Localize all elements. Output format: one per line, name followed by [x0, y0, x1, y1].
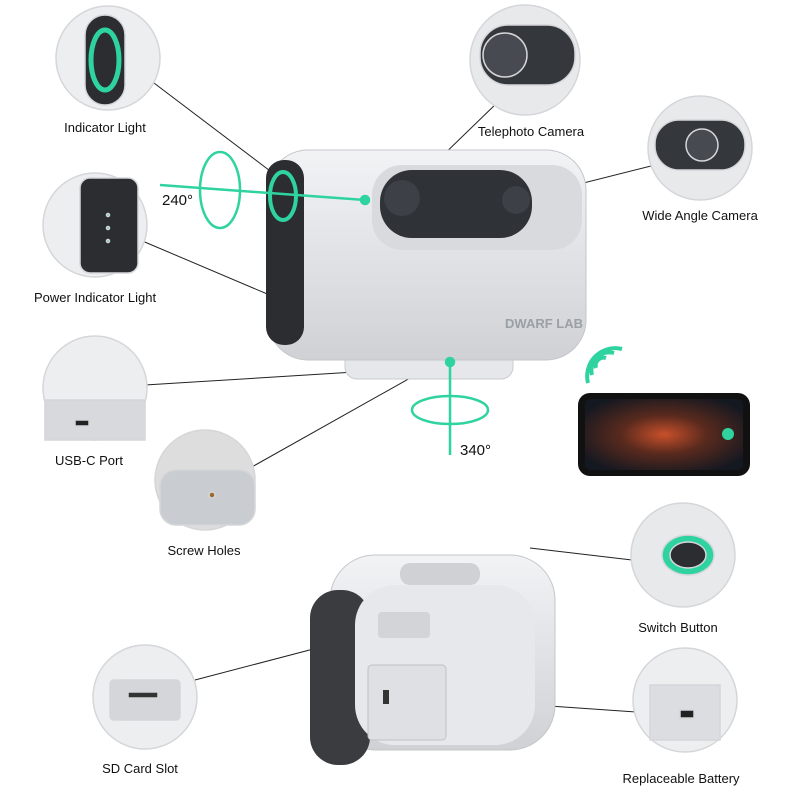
rotation-240-label: 240°: [162, 192, 193, 209]
sd-card-cover: [378, 612, 430, 638]
label-usb-c-port: USB-C Port: [55, 453, 123, 468]
label-indicator-light: Indicator Light: [64, 120, 146, 135]
rear-device: [310, 554, 556, 765]
callout-sd-card: [92, 644, 198, 750]
callout-telephoto: [469, 4, 581, 116]
logo: DWARF LAB: [505, 316, 583, 331]
phone-shutter-button: [722, 428, 734, 440]
leader-usb: [144, 371, 356, 386]
callout-indicator-light: [55, 5, 161, 111]
telephoto-lens: [384, 180, 420, 216]
leader-power-light: [139, 239, 273, 297]
label-replaceable-battery: Replaceable Battery: [622, 771, 740, 786]
wide-angle-lens: [502, 186, 530, 214]
callout-screw-holes: [154, 429, 256, 531]
leader-switch: [529, 547, 633, 561]
rotation-340-label: 340°: [460, 442, 491, 459]
camera-bar: [380, 170, 532, 238]
rotation-240-arrow: [198, 150, 242, 230]
leader-screw: [249, 376, 413, 469]
callout-power-light: [42, 172, 148, 278]
callout-battery: [632, 647, 738, 753]
label-sd-card-slot: SD Card Slot: [102, 761, 178, 776]
callout-switch: [630, 502, 736, 608]
horizontal-axis-line: [159, 183, 366, 202]
phone-screen: [585, 399, 743, 470]
leader-indicator-light: [149, 79, 283, 181]
wireless-icon: [585, 346, 623, 384]
label-power-indicator-light: Power Indicator Light: [34, 290, 157, 305]
label-screw-holes: Screw Holes: [168, 543, 241, 558]
callout-usb-c: [42, 335, 148, 441]
main-device: DWARF LAB: [266, 149, 587, 380]
callout-wide-angle: [647, 95, 753, 201]
battery-cover: [367, 664, 447, 741]
rotation-340-arrow: [410, 394, 490, 426]
label-telephoto-camera: Telephoto Camera: [478, 124, 585, 139]
label-switch-button: Switch Button: [638, 620, 718, 635]
callouts: [42, 4, 753, 753]
smartphone: [578, 393, 750, 476]
label-wide-angle-camera: Wide Angle Camera: [642, 208, 758, 223]
rotation-arrows: [159, 150, 490, 455]
